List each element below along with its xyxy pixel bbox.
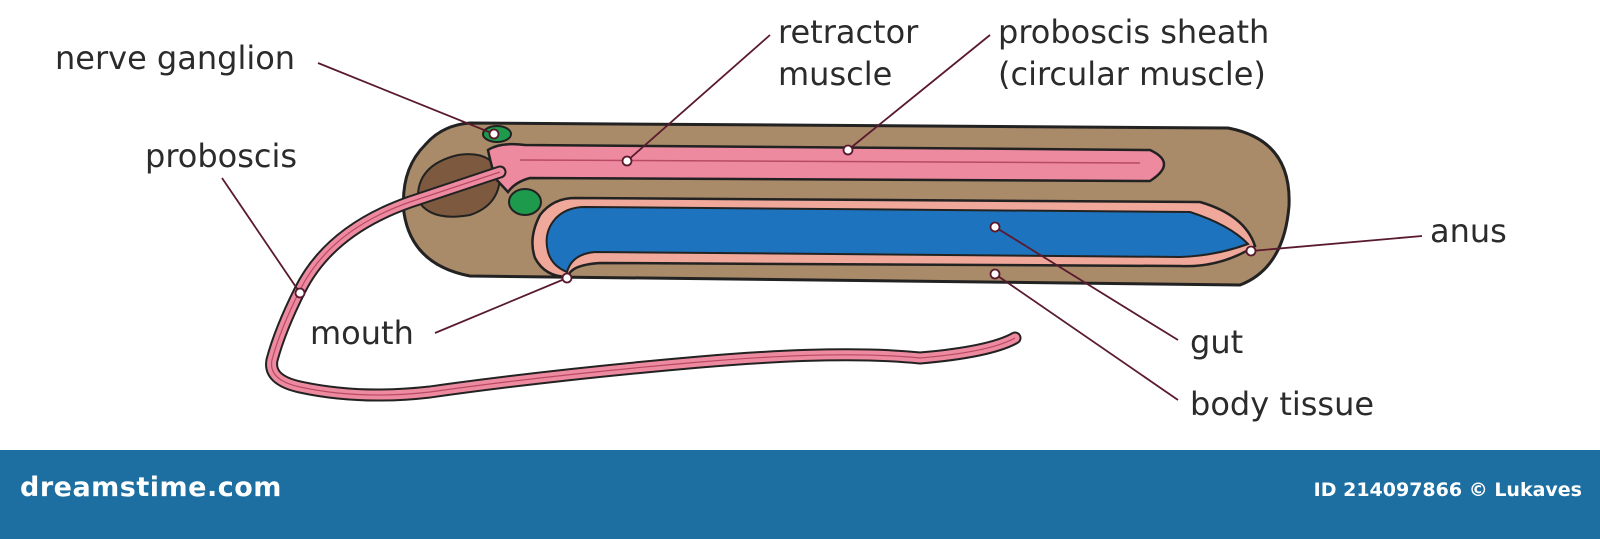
- dot-anus: [1245, 245, 1257, 257]
- proboscis-tube-core: [270, 171, 1016, 396]
- label-mouth: mouth: [310, 314, 414, 352]
- label-body-tissue: body tissue: [1190, 385, 1375, 423]
- nerve-ganglion-lower: [508, 188, 542, 216]
- leader-proboscis: [221, 177, 301, 294]
- leader-body-tissue: [994, 273, 1179, 401]
- label-nerve-ganglion: nerve ganglion: [55, 39, 296, 77]
- image-credit: ID 214097866 © Lukaves: [1313, 479, 1582, 501]
- label-retractor-muscle-line1: retractor: [778, 13, 919, 51]
- dot-mouth: [561, 272, 573, 284]
- dot-proboscis: [294, 287, 306, 299]
- label-gut: gut: [1190, 323, 1244, 361]
- leader-anus: [1250, 235, 1423, 252]
- brand-logo[interactable]: dreamstime.com: [20, 472, 282, 503]
- ribbon-worm-diagram: [221, 34, 1423, 402]
- leader-mouth: [434, 277, 568, 334]
- label-proboscis-sheath-line1: proboscis sheath: [998, 13, 1270, 51]
- gut: [545, 205, 1250, 274]
- footer-bar: dreamstime.com ID 214097866 © Lukaves: [0, 450, 1600, 539]
- leader-retractor-muscle: [626, 34, 771, 162]
- dot-retractor-muscle: [621, 155, 633, 167]
- label-proboscis-sheath-line2: (circular muscle): [998, 55, 1266, 93]
- leader-nerve-ganglion: [317, 62, 495, 135]
- label-anus: anus: [1430, 212, 1507, 250]
- dot-gut: [989, 221, 1001, 233]
- dot-body-tissue: [989, 268, 1001, 280]
- dot-proboscis-sheath: [842, 144, 854, 156]
- label-retractor-muscle-line2: muscle: [778, 55, 893, 93]
- dot-nerve-ganglion: [488, 128, 500, 140]
- leader-gut: [994, 226, 1179, 341]
- label-proboscis: proboscis: [145, 137, 298, 175]
- leader-proboscis-sheath: [847, 34, 991, 151]
